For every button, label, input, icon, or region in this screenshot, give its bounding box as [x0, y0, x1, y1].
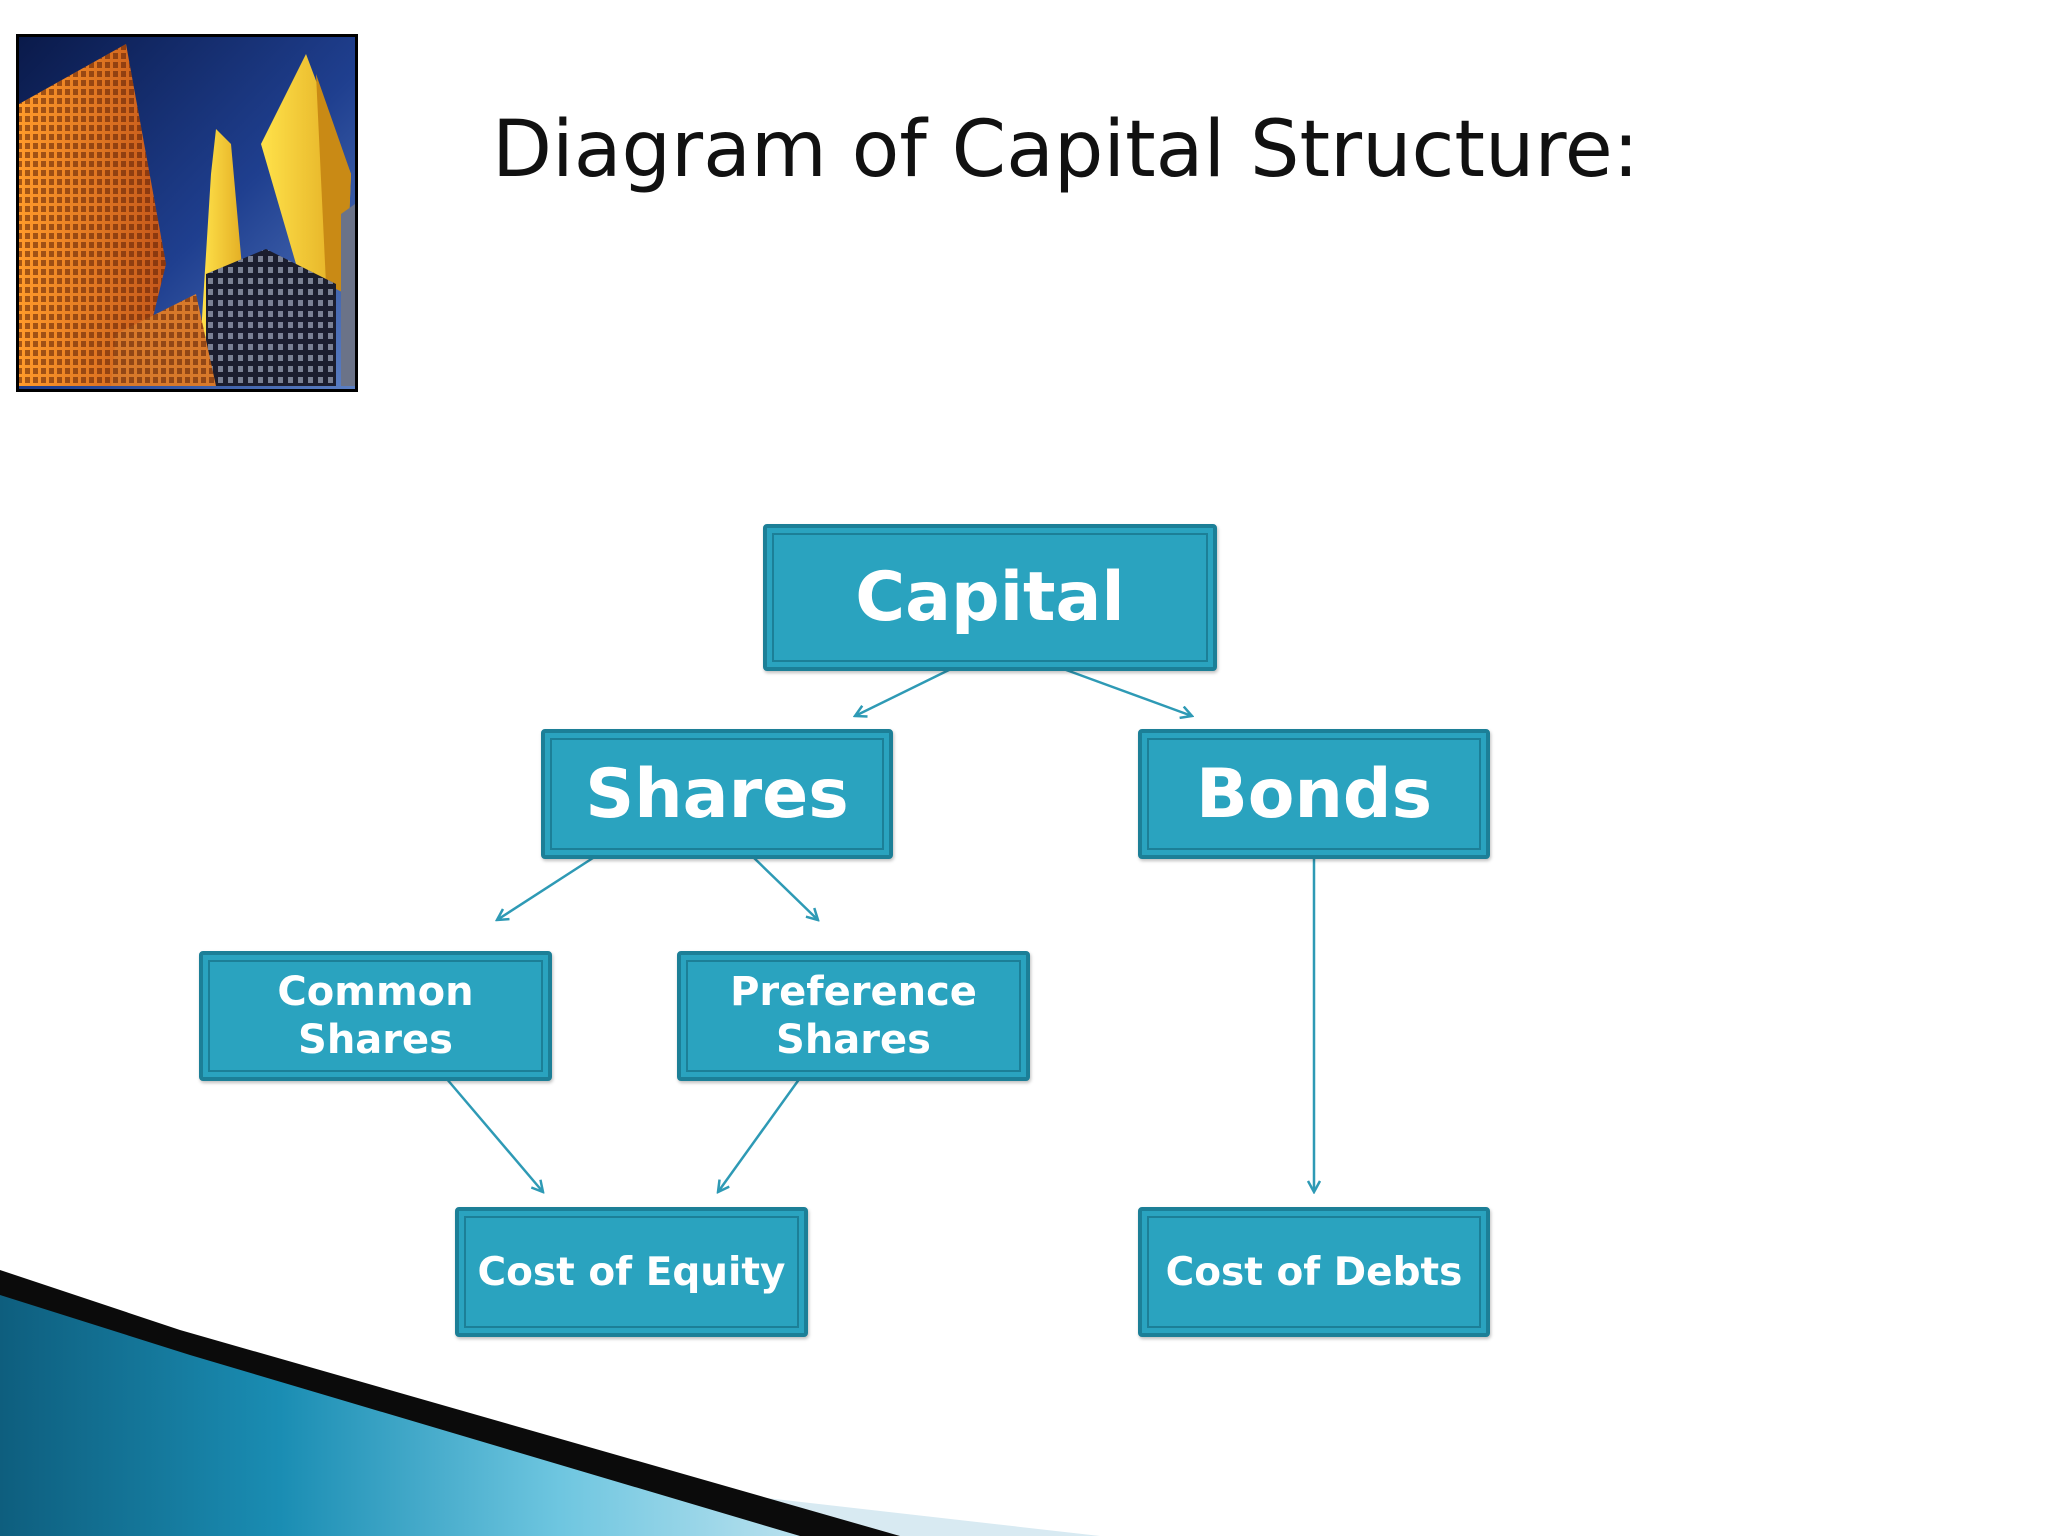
- node-cost-of-equity: Cost of Equity: [455, 1207, 808, 1337]
- node-cost-of-debts-label: Cost of Debts: [1165, 1249, 1463, 1295]
- slide-title: Diagram of Capital Structure:: [492, 105, 1640, 195]
- city-skyscrapers-photo: [16, 34, 358, 392]
- connector-capital-to-bonds: [1057, 665, 1192, 716]
- node-cost-of-equity-label: Cost of Equity: [477, 1249, 786, 1295]
- connector-common-shares-to-cost-of-equity: [445, 1077, 543, 1192]
- node-shares-label: Shares: [585, 754, 849, 834]
- node-bonds-label: Bonds: [1195, 754, 1433, 834]
- decorative-wave: [0, 1270, 1100, 1536]
- connector-preference-shares-to-cost-of-equity: [718, 1077, 802, 1192]
- node-common-shares: Common Shares: [199, 951, 552, 1081]
- node-capital: Capital: [763, 524, 1217, 671]
- node-common-shares-label: Common Shares: [277, 969, 474, 1063]
- connector-shares-to-common-shares: [497, 854, 597, 920]
- node-cost-of-debts: Cost of Debts: [1138, 1207, 1490, 1337]
- node-capital-label: Capital: [855, 558, 1125, 637]
- node-bonds: Bonds: [1138, 729, 1490, 859]
- node-preference-shares-label: Preference Shares: [730, 969, 977, 1063]
- node-shares: Shares: [541, 729, 893, 859]
- node-preference-shares: Preference Shares: [677, 951, 1030, 1081]
- connector-shares-to-preference-shares: [751, 855, 818, 920]
- connector-capital-to-shares: [855, 665, 956, 716]
